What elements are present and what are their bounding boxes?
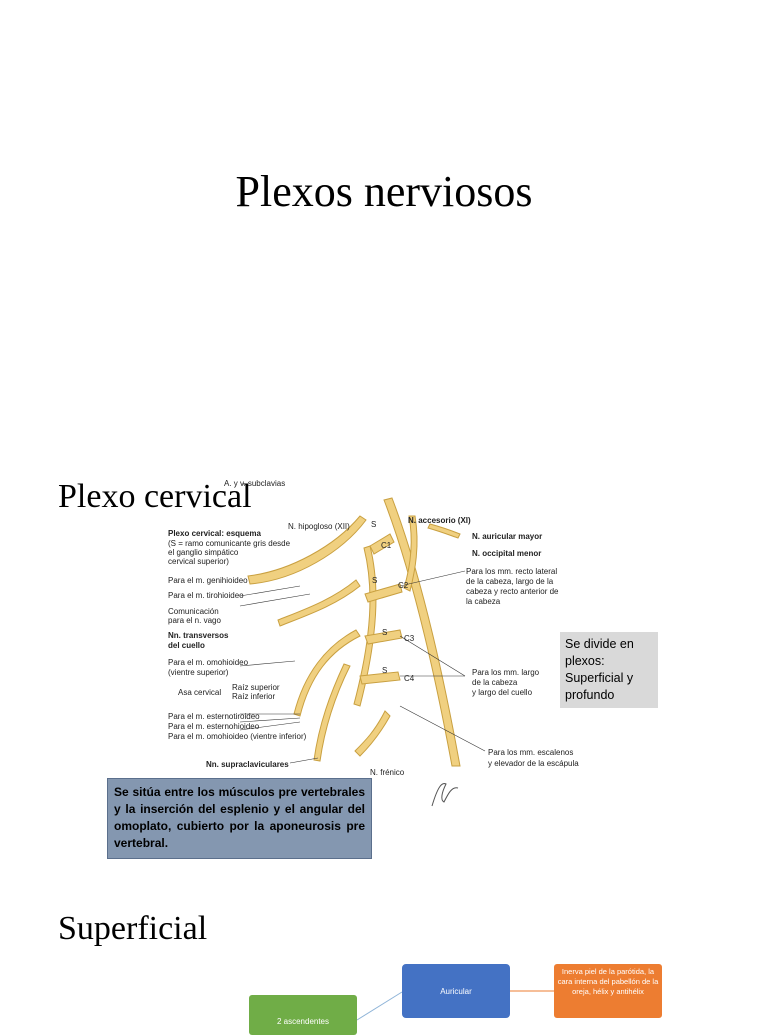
label-esquema-title: Plexo cervical: esquema [168, 529, 261, 538]
label-subclavias: A. y v. subclavias [224, 479, 286, 488]
label-largo-2: de la cabeza [472, 678, 518, 687]
ascendentes-box: 2 ascendentes [249, 995, 357, 1035]
signature-icon [431, 783, 459, 807]
supraclavicular-branch [313, 663, 351, 762]
divide-note: Se divide en plexos: Superficial y profu… [560, 632, 658, 708]
label-tirohioideo: Para el m. tirohioideo [168, 591, 244, 600]
label-escalenos-1: Para los mm. escalenos [488, 748, 574, 757]
subclavian-vessel [247, 515, 367, 585]
label-omohioideo-2: (vientre superior) [168, 668, 229, 677]
label-supraclaviculares: Nn. supraclaviculares [206, 760, 289, 769]
label-esternotiroideo: Para el m. esternotiroideo [168, 712, 260, 721]
label-recto-1: Para los mm. recto lateral [466, 567, 558, 576]
auricular-mayor-branch [403, 515, 418, 592]
phrenic-branch [354, 710, 391, 757]
label-genihioideo: Para el m. genihioideo [168, 576, 248, 585]
location-note: Se sitúa entre los músculos pre vertebra… [107, 778, 372, 859]
superficial-heading: Superficial [58, 910, 208, 947]
label-transversos-2: del cuello [168, 641, 205, 650]
label-c3: C3 [404, 634, 415, 643]
label-recto-3: cabeza y recto anterior de [466, 587, 559, 596]
label-accesorio: N. accesorio (XI) [408, 516, 471, 525]
plexo-cervical-heading: Plexo cervical [58, 478, 252, 515]
label-omohioideo-1: Para el m. omohioideo [168, 658, 249, 667]
nerve-diagram [239, 497, 486, 767]
slide-title: Plexos nerviosos [235, 167, 533, 216]
cervical-plexus-figure: A. y v. subclavias N. hipogloso (XII) S … [160, 476, 580, 816]
label-esternohioideo: Para el m. esternohioideo [168, 722, 260, 731]
label-recto-4: la cabeza [466, 597, 501, 606]
label-c4: C4 [404, 674, 415, 683]
label-s2: S [372, 576, 378, 585]
label-esquema-3: el ganglio simpático [168, 548, 239, 557]
inerva-box: Inerva piel de la parótida, la cara inte… [554, 964, 662, 1018]
label-transversos-1: Nn. transversos [168, 631, 229, 640]
label-comunicacion-2: para el n. vago [168, 616, 221, 625]
label-s-top: S [371, 520, 377, 529]
label-s3: S [382, 628, 388, 637]
label-frenico: N. frénico [370, 768, 405, 777]
label-esquema-4: cervical superior) [168, 557, 229, 566]
label-esquema-2: (S = ramo comunicante gris desde [168, 539, 291, 548]
label-s4: S [382, 666, 388, 675]
label-hipogloso: N. hipogloso (XII) [288, 522, 350, 531]
spinal-trunk [353, 545, 377, 707]
label-c2: C2 [398, 581, 409, 590]
label-escalenos-2: y elevador de la escápula [488, 759, 579, 768]
label-occipital-menor: N. occipital menor [472, 549, 542, 558]
label-recto-2: de la cabeza, largo de la [466, 577, 554, 586]
label-c1: C1 [381, 541, 392, 550]
accessory-nerve [383, 497, 461, 767]
label-raiz-sup: Raíz superior [232, 683, 280, 692]
label-auricular-mayor: N. auricular mayor [472, 532, 543, 541]
label-largo-1: Para los mm. largo [472, 668, 540, 677]
label-asa: Asa cervical [178, 688, 222, 697]
label-largo-3: y largo del cuello [472, 688, 533, 697]
auricular-box: Auricular [402, 964, 510, 1018]
label-omohioideo-inf: Para el m. omohioideo (vientre inferior) [168, 732, 307, 741]
label-comunicacion-1: Comunicación [168, 607, 219, 616]
transversos-branch [277, 579, 361, 627]
label-raiz-inf: Raíz inferior [232, 692, 276, 701]
